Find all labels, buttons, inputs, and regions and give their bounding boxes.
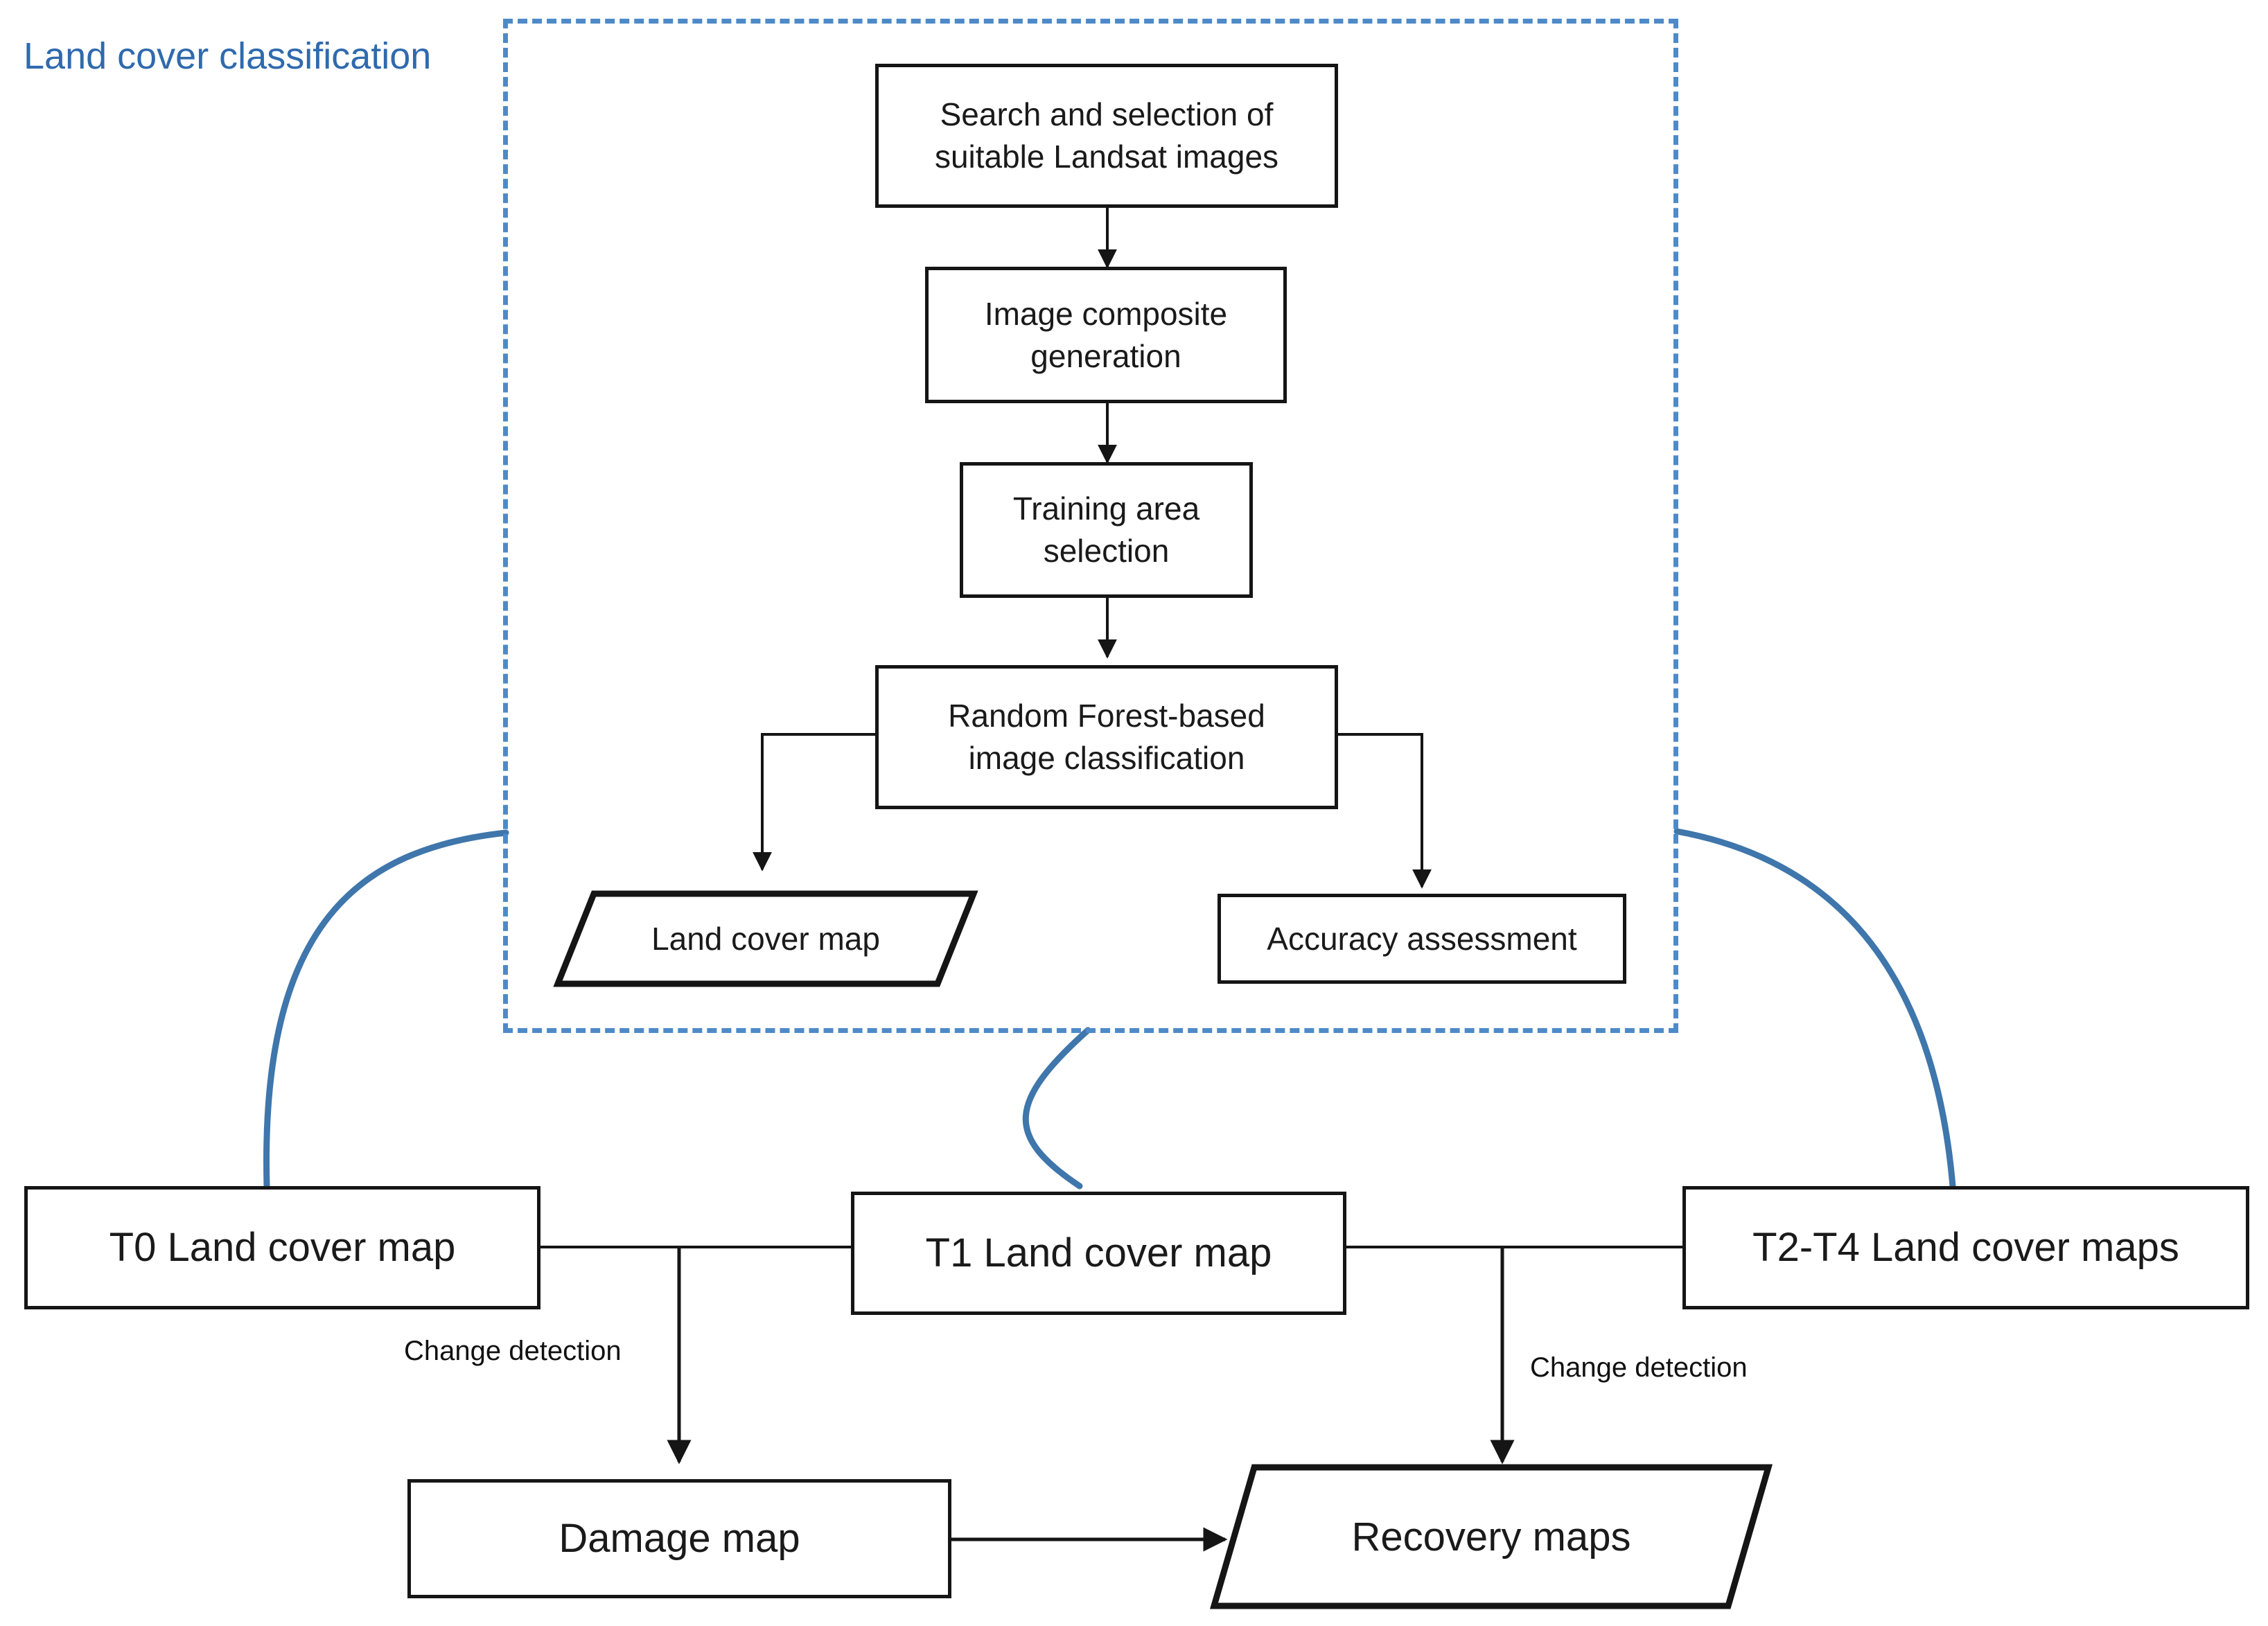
curve-group-to-t1: [1022, 1027, 1091, 1190]
node-t2t4-land-cover-maps[interactable]: T2-T4 Land cover maps: [1682, 1186, 2249, 1309]
node-accuracy-assessment[interactable]: Accuracy assessment: [1217, 894, 1626, 984]
node-label-t1-land-cover-map: T1 Land cover map: [925, 1230, 1272, 1275]
node-label-accuracy-assessment: Accuracy assessment: [1267, 920, 1577, 957]
node-damage-map[interactable]: Damage map: [407, 1479, 951, 1598]
node-training-area-selection[interactable]: Training area selection: [960, 462, 1253, 598]
group-title-land-cover-classification: Land cover classification: [24, 35, 432, 77]
node-search-and-selection[interactable]: Search and selection of suitable Landsat…: [875, 64, 1338, 208]
node-label-image-composite-generation: Image composite generation: [984, 295, 1228, 374]
node-image-composite-generation[interactable]: Image composite generation: [925, 267, 1287, 403]
arrow-randomforest-to-landcovermap: [753, 733, 875, 872]
node-land-cover-map[interactable]: Land cover map: [553, 890, 978, 987]
edge-label-change-detection-left: Change detection: [404, 1336, 622, 1366]
node-label-random-forest-classification: Random Forest-based image classification: [948, 698, 1265, 776]
land-cover-classification-group-box: [503, 19, 1678, 1033]
node-label-land-cover-map: Land cover map: [651, 921, 880, 957]
node-recovery-maps[interactable]: Recovery maps: [1210, 1464, 1773, 1609]
node-label-recovery-maps: Recovery maps: [1351, 1514, 1631, 1559]
node-label-training-area-selection: Training area selection: [1012, 491, 1200, 569]
curve-group-to-t2t4: [1673, 828, 1956, 1190]
edge-label-change-detection-right: Change detection: [1530, 1352, 1748, 1383]
curve-group-to-t0: [263, 829, 509, 1190]
node-label-t2t4-land-cover-maps: T2-T4 Land cover maps: [1752, 1224, 2179, 1270]
node-t1-land-cover-map[interactable]: T1 Land cover map: [851, 1192, 1346, 1315]
node-label-search-and-selection: Search and selection of suitable Landsat…: [934, 96, 1279, 175]
node-random-forest-classification[interactable]: Random Forest-based image classification: [875, 665, 1338, 809]
node-label-t0-land-cover-map: T0 Land cover map: [109, 1224, 456, 1270]
node-t0-land-cover-map[interactable]: T0 Land cover map: [24, 1186, 540, 1309]
arrow-randomforest-to-accuracy: [1338, 733, 1432, 889]
node-label-damage-map: Damage map: [559, 1515, 800, 1561]
